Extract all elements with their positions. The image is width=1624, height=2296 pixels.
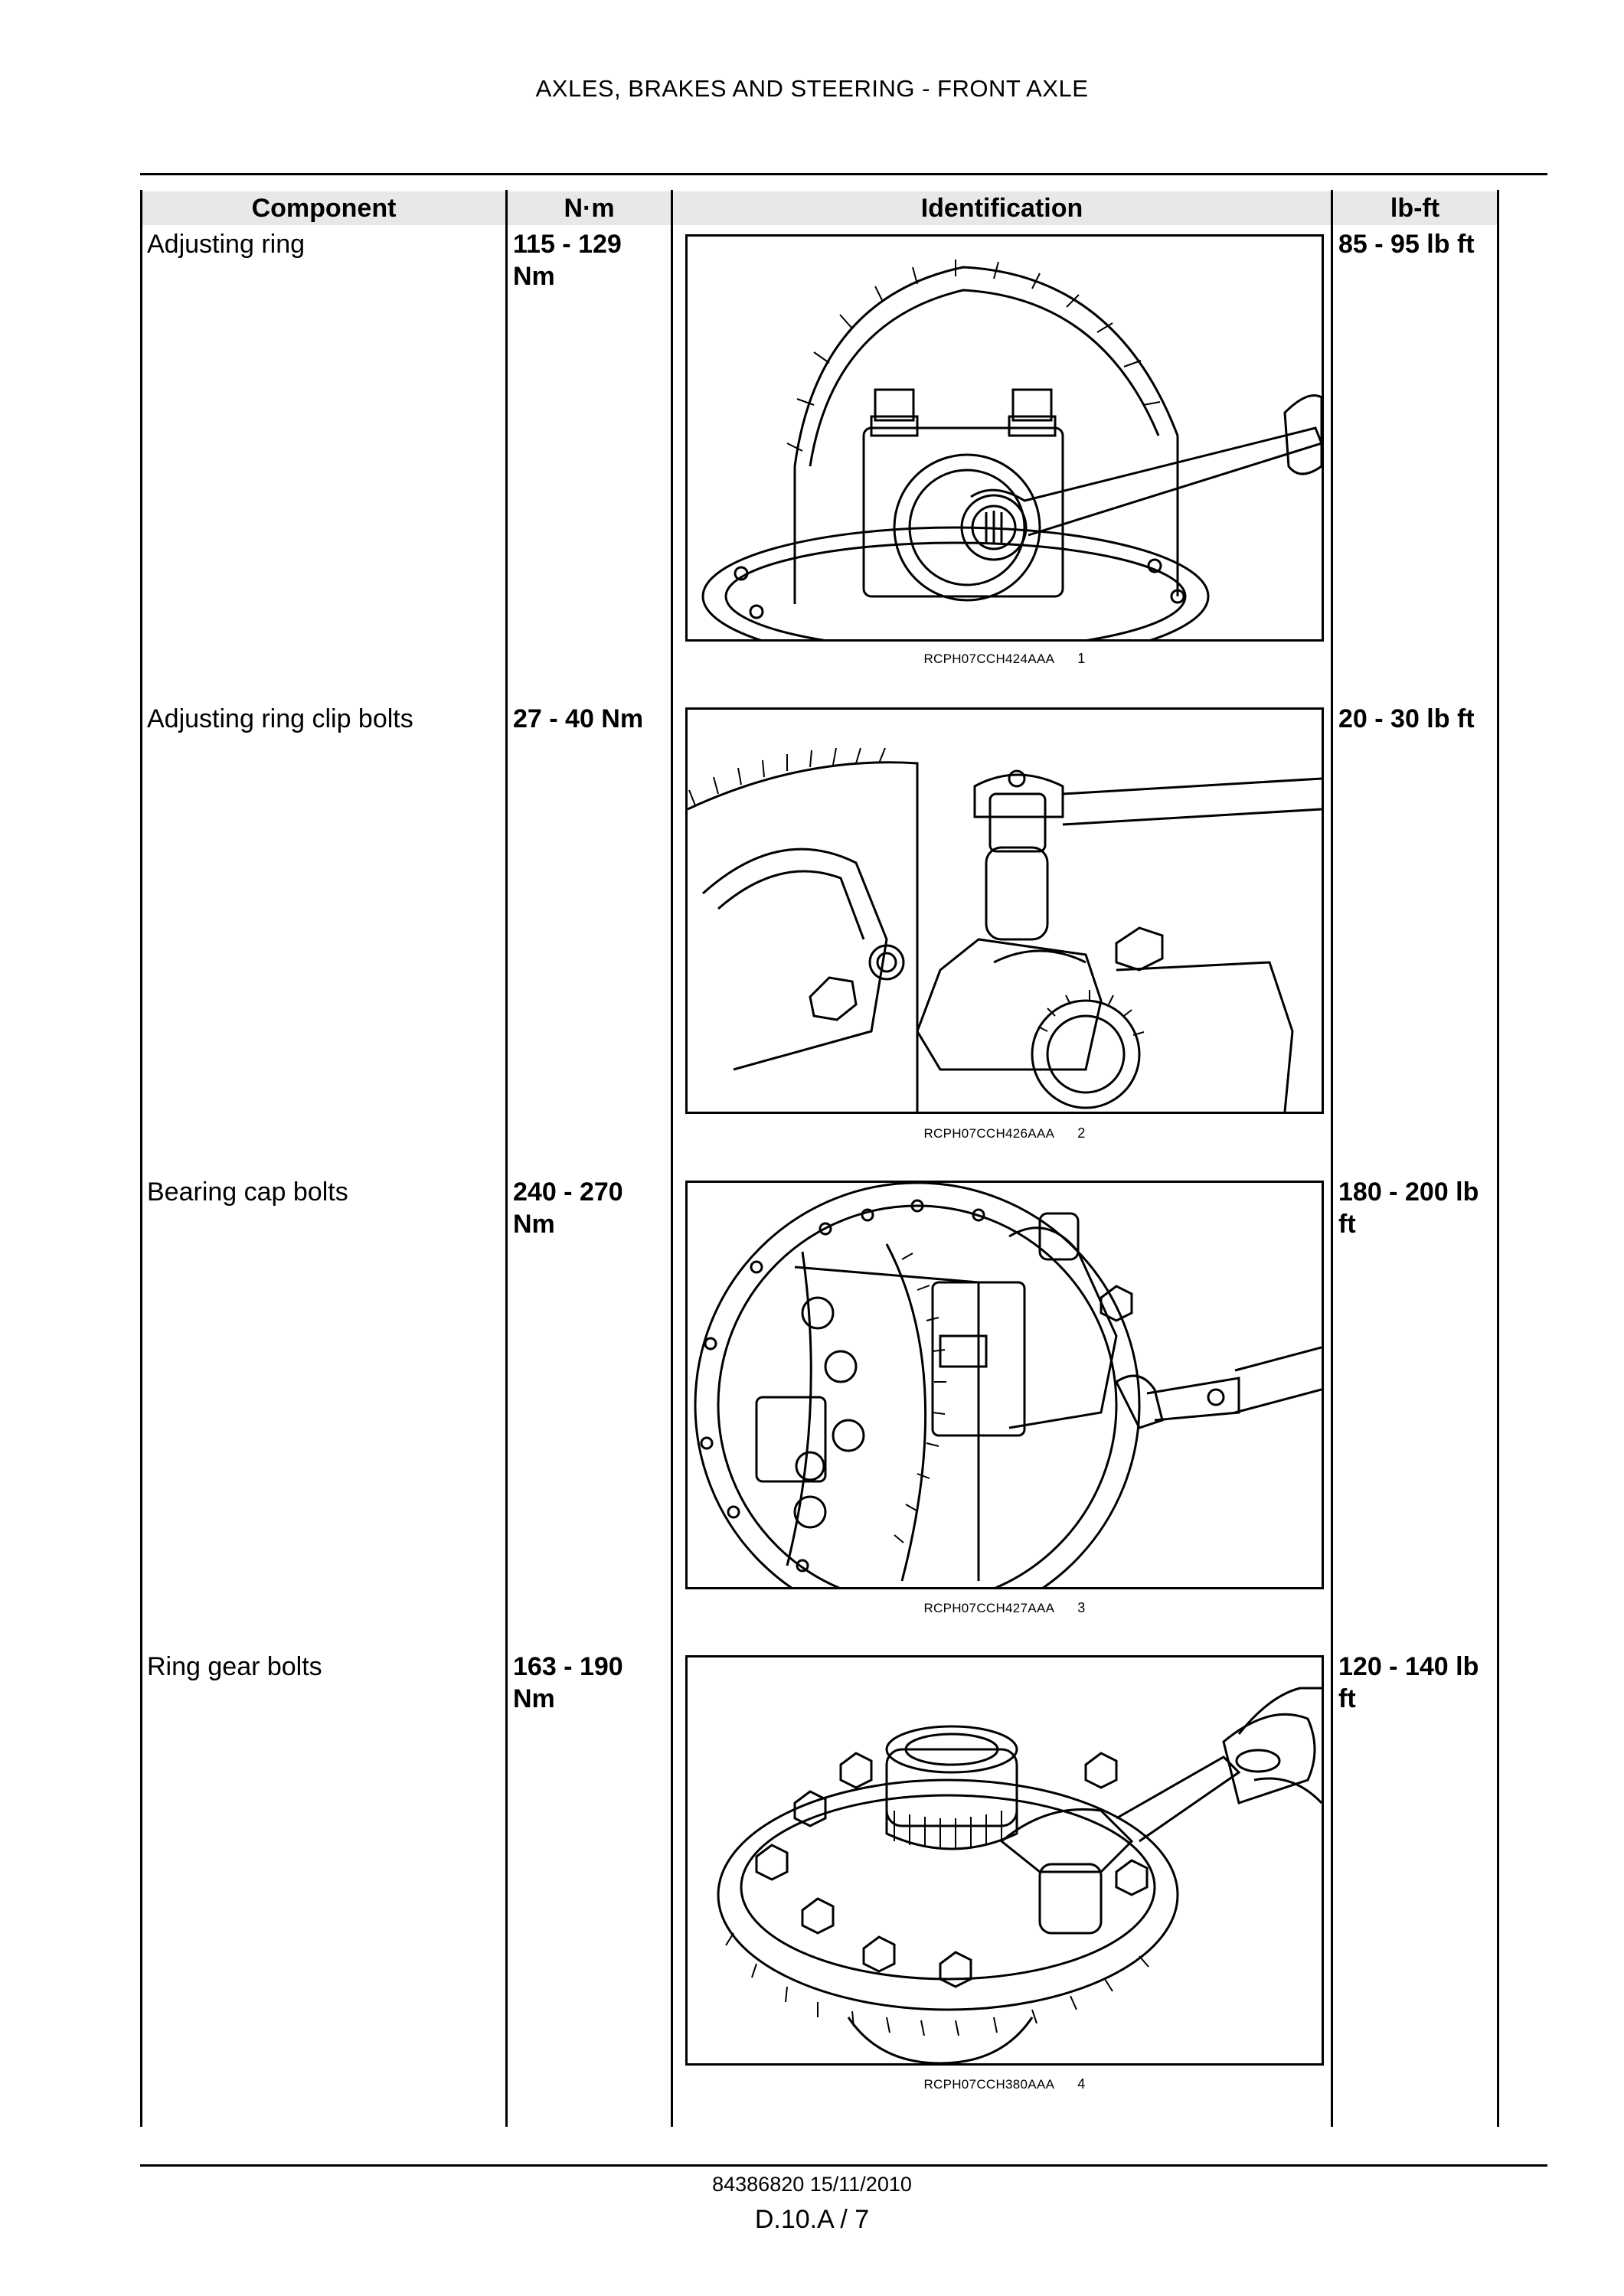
figure-code: RCPH07CCH424AAA: [923, 652, 1055, 666]
figure-caption: RCPH07CCH380AAA 4: [685, 2076, 1324, 2092]
footer-page-number: D.10.A / 7: [754, 2205, 870, 2234]
table-divider-2: [671, 190, 673, 2127]
torque-lbft-line1: 120 - 140 lb: [1338, 1652, 1479, 1681]
header-rule: [140, 173, 1547, 175]
figure-number: 3: [1077, 1600, 1086, 1615]
torque-nm-line2: Nm: [513, 1210, 555, 1239]
torque-lbft-line1: 180 - 200 lb: [1338, 1177, 1479, 1207]
page-header-title: AXLES, BRAKES AND STEERING - FRONT AXLE: [535, 75, 1089, 102]
torque-lbft-line1: 20 - 30 lb ft: [1338, 704, 1475, 733]
figure-number: 2: [1077, 1125, 1086, 1141]
figure-code: RCPH07CCH426AAA: [923, 1126, 1055, 1141]
figure-code: RCPH07CCH427AAA: [923, 1601, 1055, 1615]
figure-caption: RCPH07CCH426AAA 2: [685, 1125, 1324, 1141]
torque-nm: 115 - 129 Nm: [513, 228, 622, 292]
torque-lbft: 180 - 200 lb ft: [1338, 1176, 1479, 1240]
figure-number: 4: [1077, 2076, 1086, 2092]
adjusting-ring-wrench-illustration: [685, 234, 1324, 642]
col-header-identification: Identification: [673, 191, 1331, 225]
footer-document-reference: 84386820 15/11/2010: [712, 2173, 912, 2196]
col-header-component: Component: [142, 191, 505, 225]
torque-nm-line1: 163 - 190: [513, 1652, 623, 1681]
figure-code: RCPH07CCH380AAA: [923, 2077, 1055, 2092]
table-divider-1: [505, 190, 508, 2127]
torque-lbft-line1: 85 - 95 lb ft: [1338, 230, 1475, 259]
table-border-right: [1497, 190, 1499, 2127]
torque-nm-line2: Nm: [513, 262, 555, 291]
torque-nm-line2: Nm: [513, 1684, 555, 1713]
col-header-nm: N·m: [508, 191, 671, 225]
component-name: Adjusting ring clip bolts: [147, 704, 413, 733]
component-name: Ring gear bolts: [147, 1652, 322, 1681]
component-name: Adjusting ring: [147, 230, 306, 259]
table-border-left: [140, 190, 142, 2127]
clip-bolt-torque-wrench-illustration: [685, 707, 1324, 1114]
torque-nm: 163 - 190 Nm: [513, 1651, 623, 1715]
component-name: Bearing cap bolts: [147, 1177, 348, 1207]
figure-caption: RCPH07CCH427AAA 3: [685, 1600, 1324, 1616]
ring-gear-torque-wrench-illustration: [685, 1655, 1324, 2066]
table-divider-3: [1331, 190, 1333, 2127]
torque-nm: 27 - 40 Nm: [513, 703, 643, 735]
footer-rule: [140, 2164, 1547, 2167]
torque-lbft: 120 - 140 lb ft: [1338, 1651, 1479, 1715]
torque-lbft-line2: ft: [1338, 1684, 1356, 1713]
torque-lbft: 20 - 30 lb ft: [1338, 703, 1475, 735]
figure-number: 1: [1077, 651, 1086, 666]
col-header-lbft: lb-ft: [1333, 191, 1497, 225]
torque-nm-line1: 115 - 129: [513, 230, 622, 259]
bearing-cap-torque-wrench-illustration: [685, 1181, 1324, 1589]
torque-lbft: 85 - 95 lb ft: [1338, 228, 1475, 260]
torque-nm-line1: 27 - 40 Nm: [513, 704, 644, 733]
torque-lbft-line2: ft: [1338, 1210, 1356, 1239]
torque-nm: 240 - 270 Nm: [513, 1176, 623, 1240]
figure-caption: RCPH07CCH424AAA 1: [685, 651, 1324, 667]
torque-nm-line1: 240 - 270: [513, 1177, 623, 1207]
